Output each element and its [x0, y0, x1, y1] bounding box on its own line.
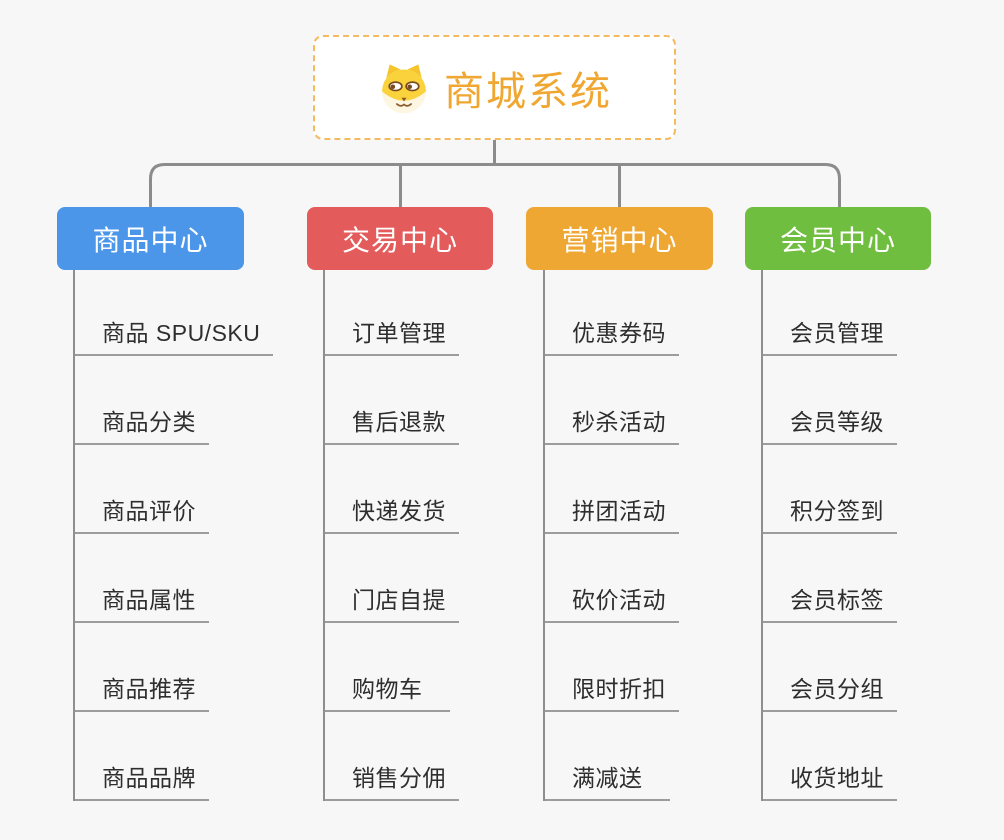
- mindmap-item[interactable]: 售后退款: [325, 356, 459, 445]
- mindmap-item[interactable]: 秒杀活动: [545, 356, 679, 445]
- branch-header-marketing-center[interactable]: 营销中心: [526, 207, 713, 270]
- branch-header-member-center[interactable]: 会员中心: [745, 207, 931, 270]
- mindmap-item[interactable]: 商品品牌: [75, 712, 209, 801]
- mindmap-item[interactable]: 购物车: [325, 623, 450, 712]
- root-node-title: 商城系统: [444, 69, 612, 114]
- branch-items-trade-center: 订单管理 售后退款 快递发货 门店自提 购物车 销售分佣: [323, 270, 459, 801]
- mindmap-item[interactable]: 商品 SPU/SKU: [75, 270, 274, 356]
- mindmap-item[interactable]: 会员分组: [763, 623, 897, 712]
- dog-face-icon: [382, 63, 426, 113]
- branch-items-member-center: 会员管理 会员等级 积分签到 会员标签 会员分组 收货地址: [761, 270, 897, 801]
- mindmap-item[interactable]: 限时折扣: [545, 623, 679, 712]
- mindmap-item[interactable]: 收货地址: [763, 712, 897, 801]
- branch-items-marketing-center: 优惠券码 秒杀活动 拼团活动 砍价活动 限时折扣 满减送: [543, 270, 679, 801]
- branch-header-trade-center[interactable]: 交易中心: [307, 207, 493, 270]
- mindmap-item[interactable]: 会员等级: [763, 356, 897, 445]
- mindmap-item[interactable]: 商品推荐: [75, 623, 209, 712]
- mindmap-item[interactable]: 满减送: [545, 712, 670, 801]
- mindmap-item[interactable]: 拼团活动: [545, 445, 679, 534]
- mindmap-item[interactable]: 销售分佣: [325, 712, 459, 801]
- mindmap-item[interactable]: 积分签到: [763, 445, 897, 534]
- mindmap-item[interactable]: 砍价活动: [545, 534, 679, 623]
- branch-items-product-center: 商品 SPU/SKU 商品分类 商品评价 商品属性 商品推荐 商品品牌: [73, 270, 274, 801]
- mindmap-item[interactable]: 快递发货: [325, 445, 459, 534]
- root-node-mall-system[interactable]: 商城系统: [313, 35, 676, 140]
- mindmap-item[interactable]: 订单管理: [325, 270, 459, 356]
- mindmap-item[interactable]: 商品评价: [75, 445, 209, 534]
- mindmap-item[interactable]: 门店自提: [325, 534, 459, 623]
- mindmap-item[interactable]: 优惠券码: [545, 270, 679, 356]
- branch-header-product-center[interactable]: 商品中心: [57, 207, 244, 270]
- mindmap-item[interactable]: 商品属性: [75, 534, 209, 623]
- mindmap-item[interactable]: 商品分类: [75, 356, 209, 445]
- mindmap-item[interactable]: 会员标签: [763, 534, 897, 623]
- mindmap-item[interactable]: 会员管理: [763, 270, 897, 356]
